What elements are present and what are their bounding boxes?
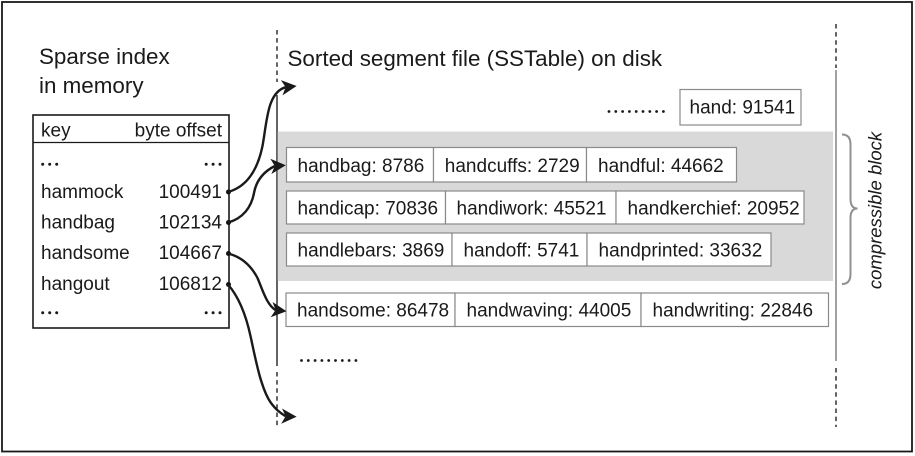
svg-text:100491: 100491 bbox=[159, 182, 222, 203]
svg-text:104667: 104667 bbox=[159, 243, 222, 264]
svg-text:handprinted: 33632: handprinted: 33632 bbox=[599, 241, 763, 262]
svg-text:hangout: hangout bbox=[41, 274, 110, 295]
svg-text:102134: 102134 bbox=[159, 213, 223, 234]
svg-text:handcuffs: 2729: handcuffs: 2729 bbox=[445, 156, 580, 177]
svg-text:handsome: handsome bbox=[41, 243, 130, 264]
svg-text:hand: 91541: hand: 91541 bbox=[690, 98, 796, 119]
svg-text:key: key bbox=[41, 121, 71, 142]
svg-text:handbag: 8786: handbag: 8786 bbox=[298, 156, 425, 177]
svg-text:byte offset: byte offset bbox=[135, 121, 223, 142]
svg-text:handlebars: 3869: handlebars: 3869 bbox=[298, 241, 445, 262]
svg-text:compressible block: compressible block bbox=[864, 130, 885, 289]
svg-text:handwaving: 44005: handwaving: 44005 bbox=[467, 301, 632, 322]
svg-text:handwriting: 22846: handwriting: 22846 bbox=[653, 301, 814, 322]
svg-text:handsome: 86478: handsome: 86478 bbox=[297, 301, 449, 322]
svg-text:106812: 106812 bbox=[159, 274, 222, 295]
svg-text:hammock: hammock bbox=[41, 182, 124, 203]
svg-text:handbag: handbag bbox=[41, 213, 115, 234]
svg-text:handkerchief: 20952: handkerchief: 20952 bbox=[628, 199, 800, 220]
svg-text:Sorted segment file (SSTable): Sorted segment file (SSTable) on disk bbox=[288, 46, 663, 71]
svg-text:Sparse index: Sparse index bbox=[39, 44, 170, 69]
svg-text:handful: 44662: handful: 44662 bbox=[598, 156, 724, 177]
svg-text:in memory: in memory bbox=[39, 73, 144, 98]
svg-text:handoff: 5741: handoff: 5741 bbox=[464, 241, 580, 262]
svg-text:handiwork: 45521: handiwork: 45521 bbox=[457, 199, 607, 220]
svg-text:handicap: 70836: handicap: 70836 bbox=[298, 199, 439, 220]
